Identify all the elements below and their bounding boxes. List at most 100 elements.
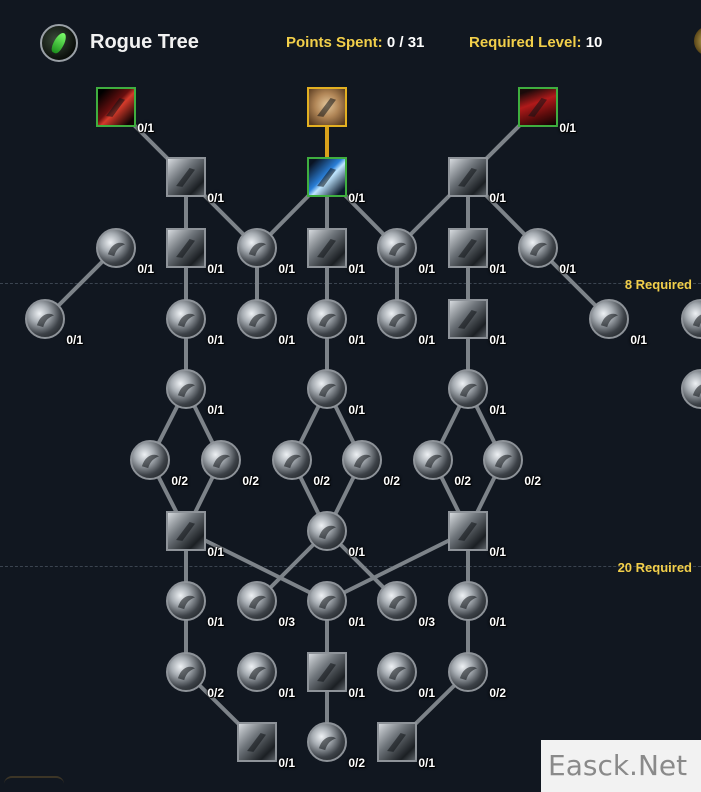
- screaming-skull-icon: [458, 522, 477, 541]
- talent-node[interactable]: 0/1: [307, 228, 365, 276]
- currency-icon: [694, 26, 701, 56]
- scythe-icon: [283, 454, 301, 469]
- orb-icon: [107, 242, 125, 257]
- talent-rank: 0/1: [278, 262, 295, 276]
- talent-node[interactable]: 0/1: [377, 652, 435, 700]
- watermark: Easck.Net: [541, 740, 701, 792]
- talent-node[interactable]: 0/1: [166, 511, 224, 559]
- talent-rank: 0/3: [418, 615, 435, 629]
- talent-rank: 0/2: [383, 474, 400, 488]
- talent-node[interactable]: 0/2: [307, 722, 365, 770]
- jagged-edge-icon: [248, 595, 266, 610]
- talent-node[interactable]: 0/3: [237, 581, 295, 629]
- talent-node[interactable]: 0/1: [448, 581, 506, 629]
- talent-rank: 0/1: [348, 333, 365, 347]
- talent-node[interactable]: 0/1: [448, 157, 506, 205]
- spark-burst-icon: [141, 454, 159, 469]
- talent-node[interactable]: 0/1: [96, 87, 154, 135]
- tier-divider-8: [0, 283, 701, 284]
- required-level-value: 10: [585, 34, 603, 51]
- talent-rank: 0/3: [278, 615, 295, 629]
- talent-rank: 0/2: [348, 756, 365, 770]
- talent-node[interactable]: 0/1: [377, 228, 435, 276]
- dagger-strike-icon: [36, 313, 54, 328]
- blood-dagger-icon: [106, 98, 125, 117]
- star-burst-icon: [459, 666, 477, 681]
- talent-node[interactable]: 0/1: [96, 228, 154, 276]
- talent-node[interactable]: 0/1: [237, 299, 295, 347]
- beast-icon: [458, 239, 477, 258]
- talent-node[interactable]: 0/1: [518, 87, 576, 135]
- talent-node[interactable]: 0/1: [307, 511, 365, 559]
- talent-rank: 0/1: [278, 686, 295, 700]
- talent-rank: 0/1: [348, 403, 365, 417]
- talent-node[interactable]: 0/1: [307, 369, 365, 417]
- hooded-skull-icon: [494, 454, 512, 469]
- talent-node[interactable]: 0/1: [307, 652, 365, 700]
- talent-node[interactable]: 0/1: [166, 157, 224, 205]
- crossed-blades-icon: [317, 239, 336, 258]
- talent-node[interactable]: 0/1: [166, 299, 224, 347]
- talent-node[interactable]: 0/2: [272, 440, 330, 488]
- talent-node[interactable]: 0/1: [589, 299, 647, 347]
- talent-node[interactable]: 0/1: [237, 228, 295, 276]
- talent-node[interactable]: 0/2: [130, 440, 188, 488]
- talent-rank: 0/2: [313, 474, 330, 488]
- talent-node[interactable]: 0/2: [448, 652, 506, 700]
- talent-node[interactable]: 0/2: [166, 652, 224, 700]
- talent-node[interactable]: 0/1: [166, 228, 224, 276]
- talent-node[interactable]: 0/1: [307, 299, 365, 347]
- talent-node[interactable]: 0/1: [377, 299, 435, 347]
- talent-node[interactable]: 0/1: [518, 228, 576, 276]
- shadow-claws-icon: [176, 168, 195, 187]
- talent-node[interactable]: 0/1: [307, 581, 365, 629]
- connection-g1-h3: [184, 529, 329, 603]
- talent-node[interactable]: 0/1: [448, 511, 506, 559]
- talent-node[interactable]: 0/1: [448, 228, 506, 276]
- talent-node[interactable]: [307, 87, 347, 127]
- talent-node[interactable]: 0/2: [342, 440, 400, 488]
- talent-node[interactable]: 0/1: [166, 581, 224, 629]
- talent-rank: 0/1: [66, 333, 83, 347]
- talent-node[interactable]: 0/2: [413, 440, 471, 488]
- talent-rank: 0/1: [418, 686, 435, 700]
- talent-node[interactable]: 0/3: [377, 581, 435, 629]
- talent-node[interactable]: 0/2: [483, 440, 541, 488]
- talent-rank: 0/1: [278, 333, 295, 347]
- talent-rank: 0/1: [207, 262, 224, 276]
- grim-face-icon: [176, 522, 195, 541]
- offscreen-talent-icon: [692, 314, 701, 328]
- talent-node[interactable]: 0/1: [448, 369, 506, 417]
- serpent-icon: [387, 733, 406, 752]
- talent-node[interactable]: [681, 369, 701, 409]
- swirl-icon: [388, 242, 406, 257]
- talent-node[interactable]: 0/1: [448, 299, 506, 347]
- talent-node[interactable]: 0/1: [166, 369, 224, 417]
- triple-slash-icon: [317, 663, 336, 682]
- points-spent: Points Spent: 0 / 31: [286, 34, 424, 51]
- talent-rank: 0/2: [454, 474, 471, 488]
- required-level-label: Required Level:: [469, 34, 582, 51]
- talent-rank: 0/1: [559, 121, 576, 135]
- talent-node[interactable]: 0/2: [201, 440, 259, 488]
- talent-node[interactable]: 0/1: [377, 722, 435, 770]
- talent-node[interactable]: [681, 299, 701, 339]
- talent-rank: 0/1: [348, 545, 365, 559]
- sword-icon: [318, 525, 336, 540]
- talent-node[interactable]: 0/1: [237, 652, 295, 700]
- points-spent-value: 0 / 31: [386, 34, 425, 51]
- portrait-icon: [317, 98, 336, 117]
- mug-icon: [247, 733, 266, 752]
- energy-slash-icon: [317, 168, 336, 187]
- talent-node[interactable]: 0/1: [25, 299, 83, 347]
- talent-node[interactable]: 0/1: [307, 157, 365, 205]
- tier-requirement-20: 20 Required: [617, 560, 692, 575]
- hooked-blade-icon: [458, 310, 477, 329]
- rolling-wave-icon: [388, 595, 406, 610]
- offscreen-talent-icon: [692, 384, 701, 398]
- tree-header: Rogue Tree Points Spent: 0 / 31 Required…: [0, 0, 701, 84]
- fist-icon: [424, 454, 442, 469]
- talent-node[interactable]: 0/1: [237, 722, 295, 770]
- chains-icon: [318, 595, 336, 610]
